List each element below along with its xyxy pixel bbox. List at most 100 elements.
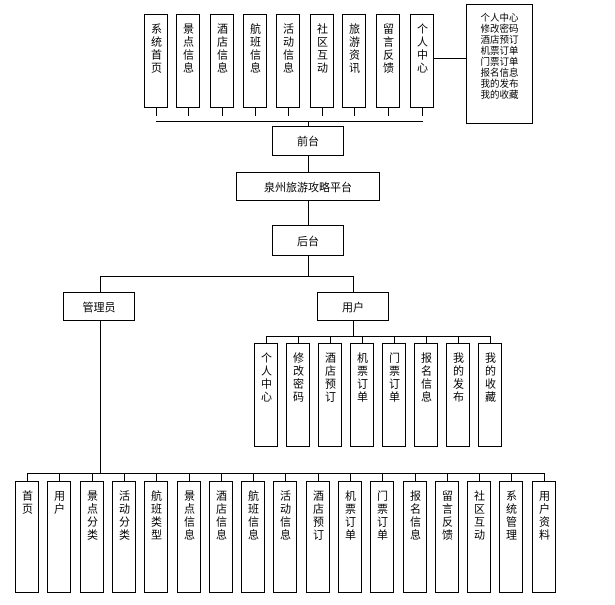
front-module-connector — [255, 108, 256, 116]
front-module-box: 留言反馈 — [376, 14, 400, 108]
personal-center-list-item: 修改密码 — [480, 24, 519, 35]
user-module-box: 个人中心 — [254, 343, 278, 447]
admin-module-box: 酒店预订 — [306, 481, 330, 593]
front-module-box: 景点信息 — [176, 14, 200, 108]
personal-center-list-item: 我的收藏 — [480, 90, 519, 101]
admin-module-connector — [221, 473, 222, 481]
admin-module-box-label: 酒店预订 — [311, 490, 325, 542]
user-module-connector — [426, 336, 427, 343]
admin-module-box-label: 系统管理 — [504, 490, 518, 542]
admin-module-box-label: 留言反馈 — [440, 490, 454, 542]
user-module-box: 门票订单 — [382, 343, 406, 447]
front-module-box-label: 社区互动 — [315, 23, 329, 75]
user-module-box: 酒店预订 — [318, 343, 342, 447]
admin-module-box-label: 航班类型 — [149, 490, 163, 542]
admin-module-box-label: 社区互动 — [472, 490, 486, 542]
front-module-box-label: 个人中心 — [415, 23, 429, 75]
front-module-connector — [354, 108, 355, 116]
personal-center-list-item: 机票订单 — [480, 46, 519, 57]
front-module-box-label: 活动信息 — [281, 23, 295, 75]
admin-module-box: 活动信息 — [273, 481, 297, 593]
personal-center-list-item: 报名信息 — [480, 68, 519, 79]
admin-module-box: 系统管理 — [499, 481, 523, 593]
front-module-box: 活动信息 — [276, 14, 300, 108]
front-module-box: 个人中心 — [410, 14, 434, 108]
admin-module-box-label: 首页 — [20, 490, 34, 516]
admin-module-connector — [544, 473, 545, 481]
admin-module-connector — [189, 473, 190, 481]
admin-module-box: 活动分类 — [112, 481, 136, 593]
personal-center-list-item: 酒店预订 — [480, 35, 519, 46]
admin-module-connector — [285, 473, 286, 481]
admin-module-box: 航班信息 — [241, 481, 265, 593]
admin-module-box: 酒店信息 — [209, 481, 233, 593]
user-module-box: 修改密码 — [286, 343, 310, 447]
admin-connector — [100, 276, 101, 292]
front-module-connector — [188, 108, 189, 116]
admin-module-connector — [382, 473, 383, 481]
admin-module-connector — [350, 473, 351, 481]
front-module-box: 酒店信息 — [210, 14, 234, 108]
user-module-connector — [266, 336, 267, 343]
admin-box: 管理员 — [63, 292, 135, 321]
user-box: 用户 — [317, 292, 389, 321]
admin-module-connector — [27, 473, 28, 481]
admin-module-box-label: 景点信息 — [182, 490, 196, 542]
admin-module-box: 首页 — [15, 481, 39, 593]
user-module-box-label: 报名信息 — [419, 352, 433, 404]
front-module-box: 旅游资讯 — [342, 14, 366, 108]
admin-module-box-label: 用户 — [52, 490, 66, 516]
personal-center-list: 个人中心修改密码酒店预订机票订单门票订单报名信息我的发布我的收藏 — [466, 4, 533, 124]
front-module-box-label: 旅游资讯 — [347, 23, 361, 75]
admin-module-connector — [447, 473, 448, 481]
user-connector — [353, 276, 354, 292]
front-module-box: 航班信息 — [243, 14, 267, 108]
admin-module-stem — [100, 321, 101, 474]
admin-module-box-label: 航班信息 — [246, 490, 260, 542]
user-module-connector — [362, 336, 363, 343]
front-module-box-label: 酒店信息 — [215, 23, 229, 75]
front-module-connector — [222, 108, 223, 116]
admin-module-connector — [479, 473, 480, 481]
user-module-box-label: 我的收藏 — [483, 352, 497, 404]
personal-center-list-item: 我的发布 — [480, 79, 519, 90]
admin-module-box: 社区互动 — [467, 481, 491, 593]
role-bus — [100, 276, 354, 277]
platform-connector-bottom — [308, 201, 309, 225]
front-module-connector — [288, 108, 289, 116]
admin-module-connector — [511, 473, 512, 481]
admin-module-connector — [92, 473, 93, 481]
back-box: 后台 — [272, 225, 344, 256]
admin-module-box-label: 报名信息 — [408, 490, 422, 542]
user-module-box-label: 修改密码 — [291, 352, 305, 404]
admin-module-box: 报名信息 — [403, 481, 427, 593]
admin-module-box-label: 活动信息 — [278, 490, 292, 542]
admin-module-box-label: 酒店信息 — [214, 490, 228, 542]
user-module-stem — [353, 321, 354, 336]
admin-module-connector — [156, 473, 157, 481]
front-connector — [308, 121, 309, 126]
user-module-connector — [458, 336, 459, 343]
user-module-bus — [266, 336, 491, 337]
admin-module-box: 景点分类 — [80, 481, 104, 593]
user-module-box: 我的发布 — [446, 343, 470, 447]
admin-module-connector — [253, 473, 254, 481]
admin-module-box-label: 用户资料 — [537, 490, 551, 542]
admin-module-connector — [59, 473, 60, 481]
user-module-box-label: 我的发布 — [451, 352, 465, 404]
front-module-connector — [388, 108, 389, 116]
user-module-box: 报名信息 — [414, 343, 438, 447]
user-module-box: 机票订单 — [350, 343, 374, 447]
front-module-box-label: 景点信息 — [181, 23, 195, 75]
admin-module-box-label: 门票订单 — [375, 490, 389, 542]
admin-module-connector — [415, 473, 416, 481]
user-module-connector — [298, 336, 299, 343]
front-module-connector — [322, 108, 323, 116]
admin-module-box-label: 景点分类 — [85, 490, 99, 542]
user-module-box-label: 机票订单 — [355, 352, 369, 404]
admin-module-box: 景点信息 — [177, 481, 201, 593]
admin-module-box: 用户资料 — [532, 481, 556, 593]
user-module-box-label: 个人中心 — [259, 352, 273, 404]
platform-box: 泉州旅游攻略平台 — [236, 172, 380, 201]
front-module-connector — [156, 108, 157, 116]
